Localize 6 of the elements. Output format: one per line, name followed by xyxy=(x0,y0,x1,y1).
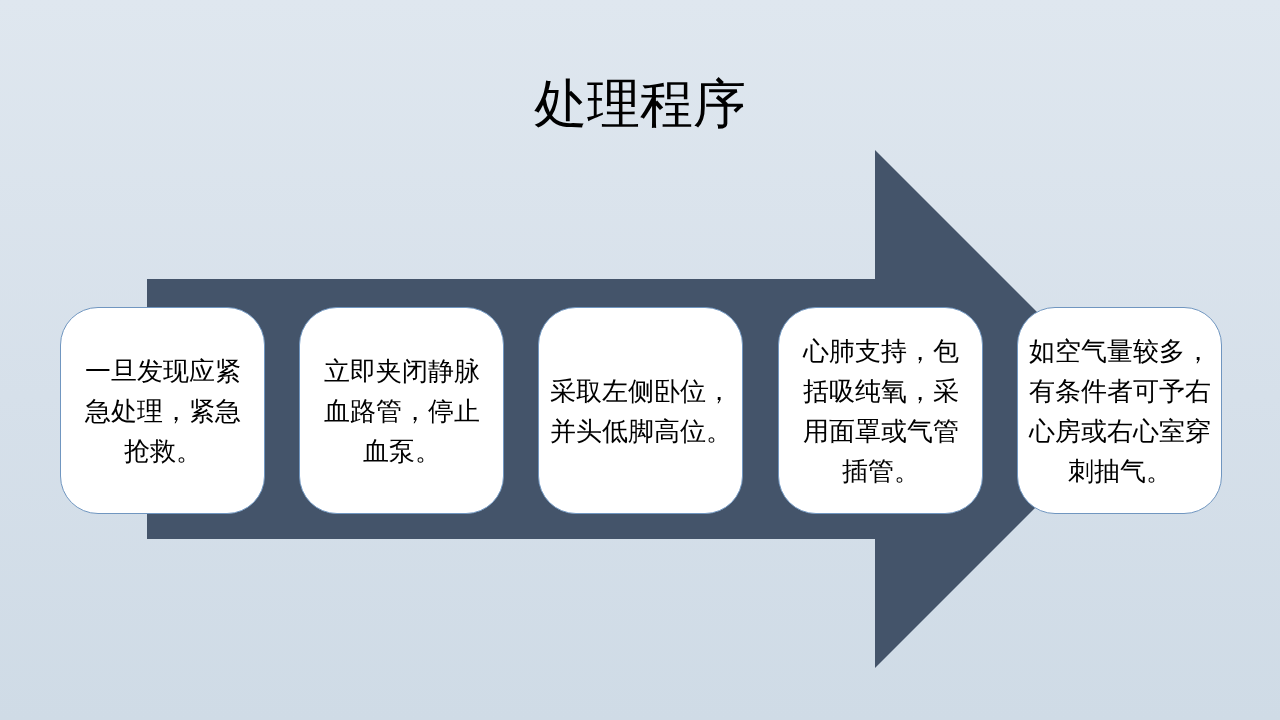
step-box: 采取左侧卧位，并头低脚高位。 xyxy=(538,307,743,514)
step-box: 心肺支持，包括吸纯氧，采用面罩或气管插管。 xyxy=(778,307,983,514)
step-box: 一旦发现应紧急处理，紧急抢救。 xyxy=(60,307,265,514)
step-box: 立即夹闭静脉血路管，停止血泵。 xyxy=(299,307,504,514)
step-box: 如空气量较多，有条件者可予右心房或右心室穿刺抽气。 xyxy=(1017,307,1222,514)
title: 处理程序 xyxy=(534,72,746,136)
